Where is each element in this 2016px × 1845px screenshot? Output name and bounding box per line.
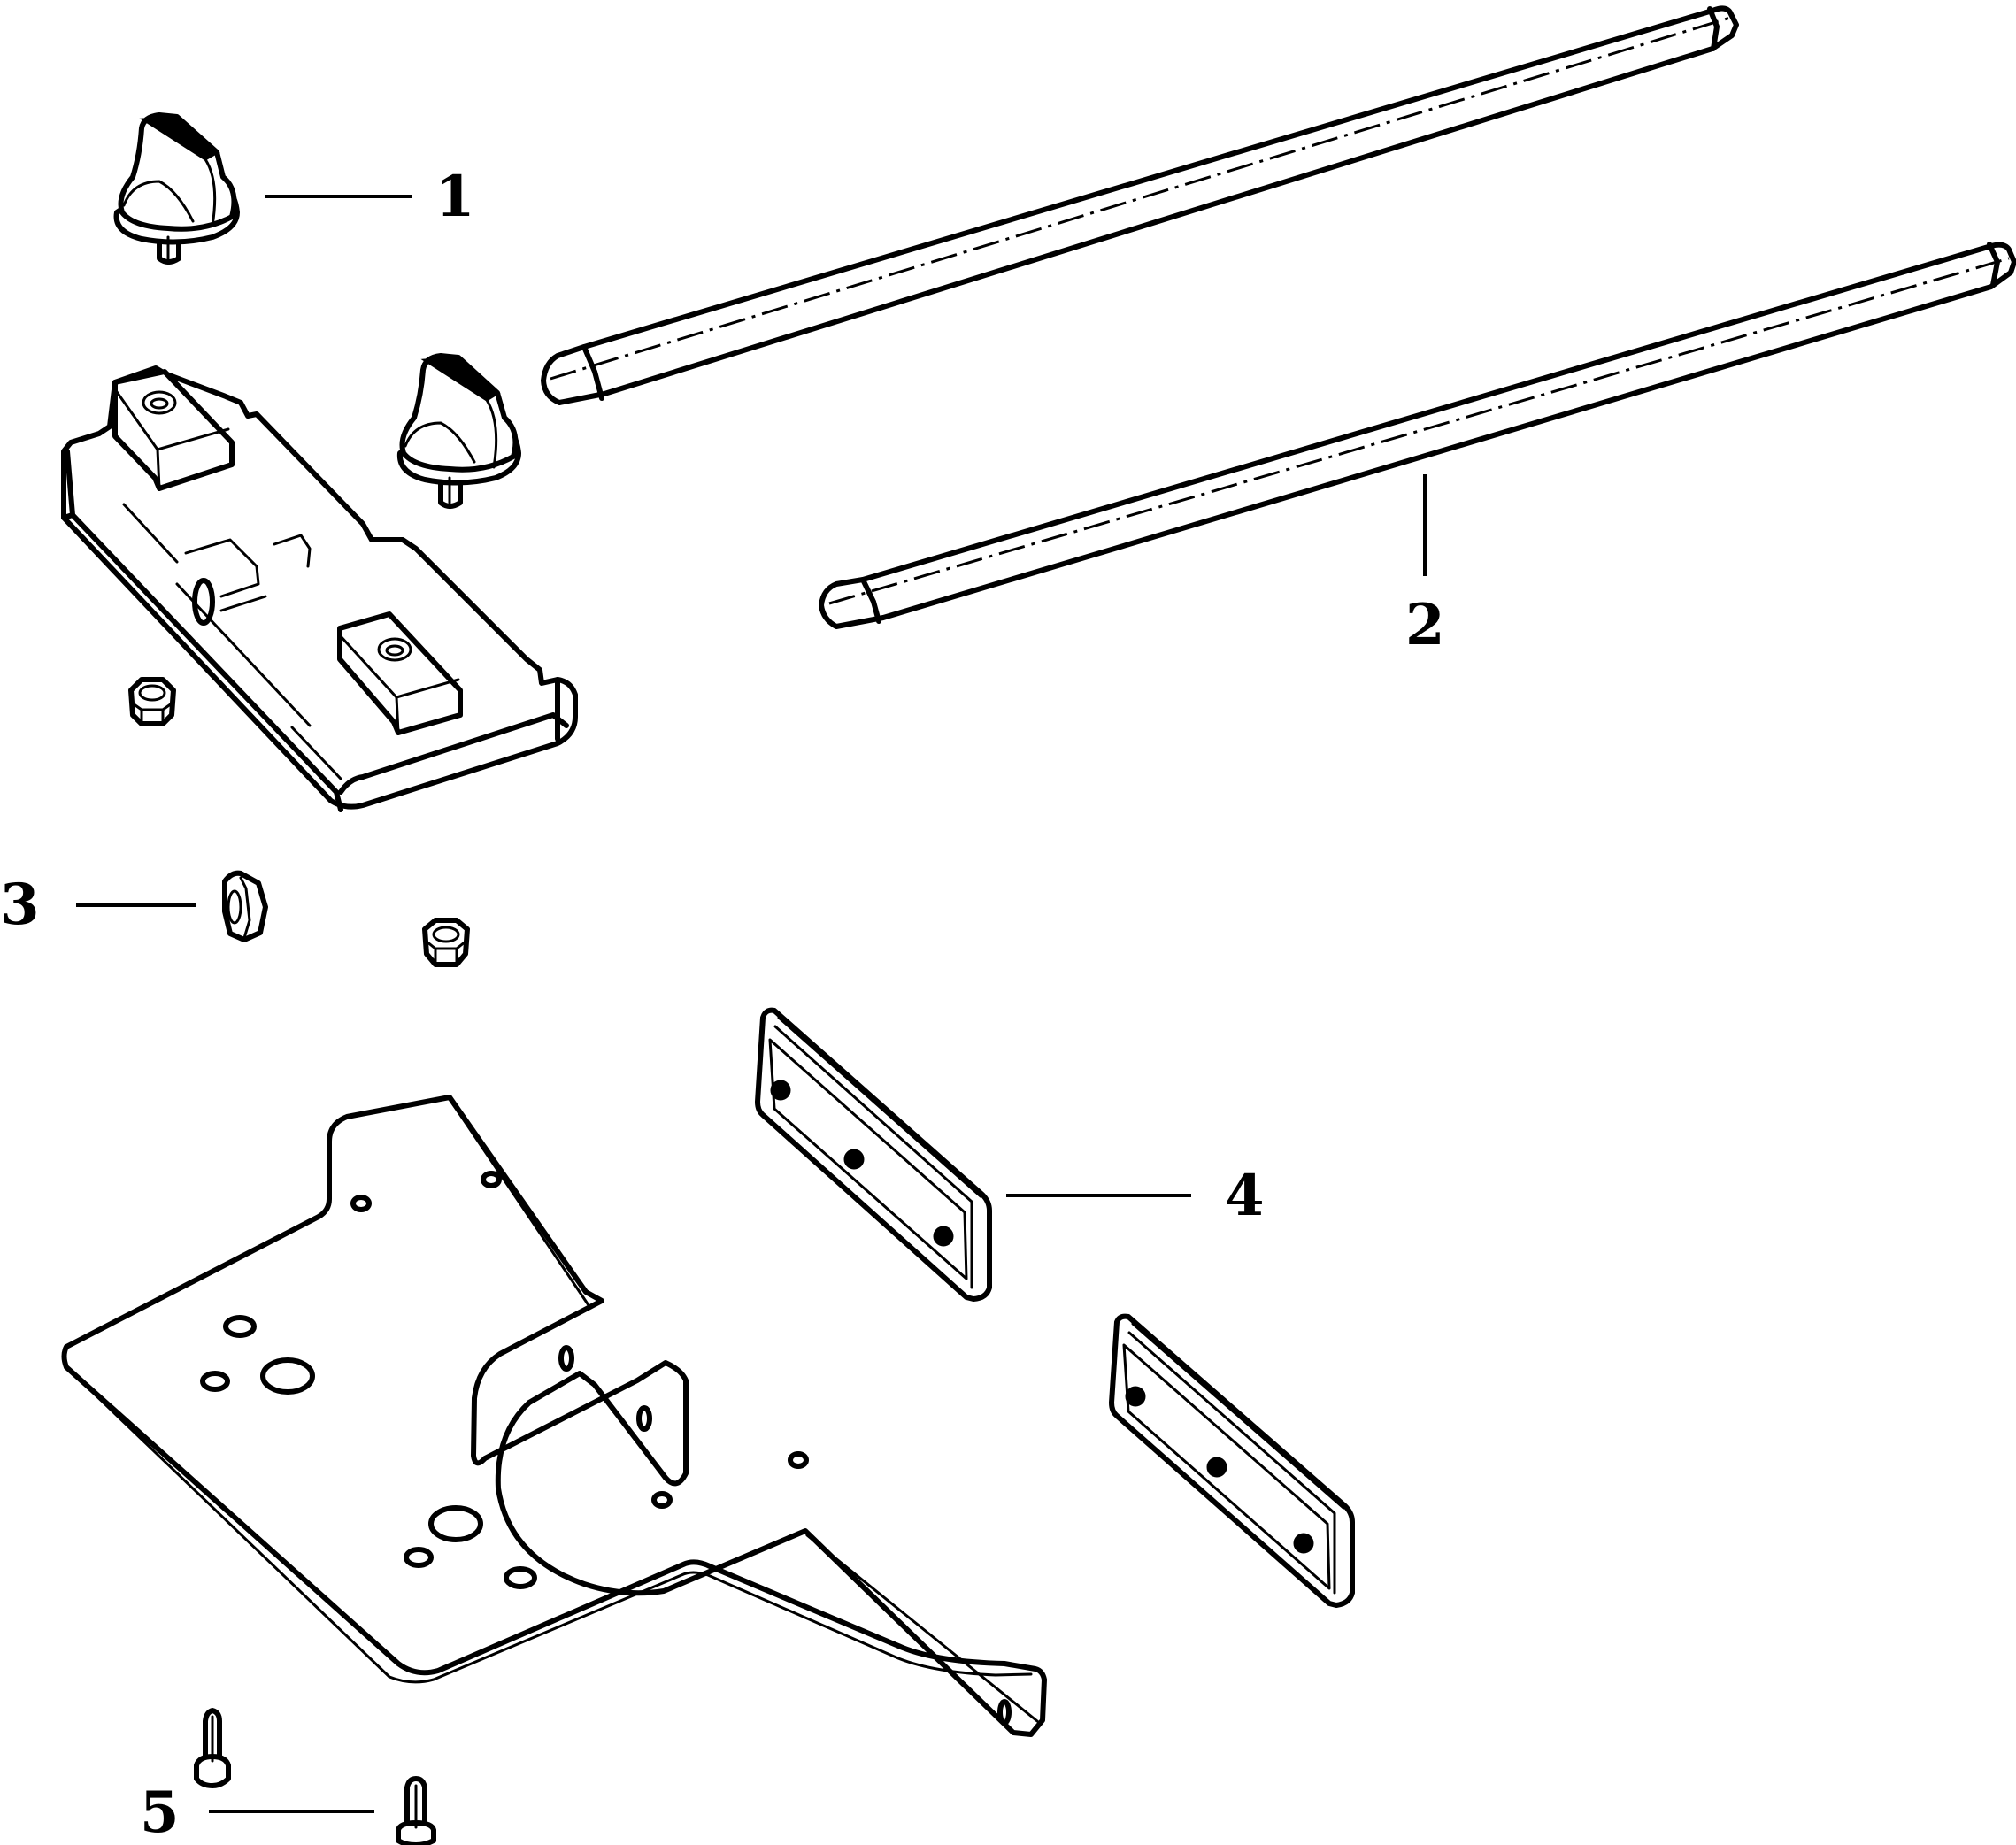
base-plate bbox=[61, 1095, 1047, 1737]
callout-2-number: 2 bbox=[1405, 592, 1445, 658]
callout-3-number: 3 bbox=[0, 872, 40, 938]
callout-5-number: 5 bbox=[140, 1780, 180, 1845]
knob-upper bbox=[113, 112, 240, 265]
screw-callout bbox=[396, 1776, 436, 1845]
foot-pad-upper bbox=[755, 1007, 992, 1302]
hex-nut-callout bbox=[222, 870, 268, 942]
screw-near-plate bbox=[194, 1708, 231, 1788]
guide-rod-upper bbox=[541, 5, 1739, 405]
foot-pad-lower bbox=[1109, 1313, 1355, 1608]
hex-nut-near-base bbox=[128, 677, 176, 726]
callout-1-number: 1 bbox=[435, 164, 475, 230]
guide-rod-lower bbox=[819, 242, 2016, 629]
clamp-body bbox=[61, 365, 578, 812]
knob-lower bbox=[396, 353, 521, 509]
hex-nut-right bbox=[422, 918, 470, 967]
callout-4-number: 4 bbox=[1225, 1163, 1265, 1229]
